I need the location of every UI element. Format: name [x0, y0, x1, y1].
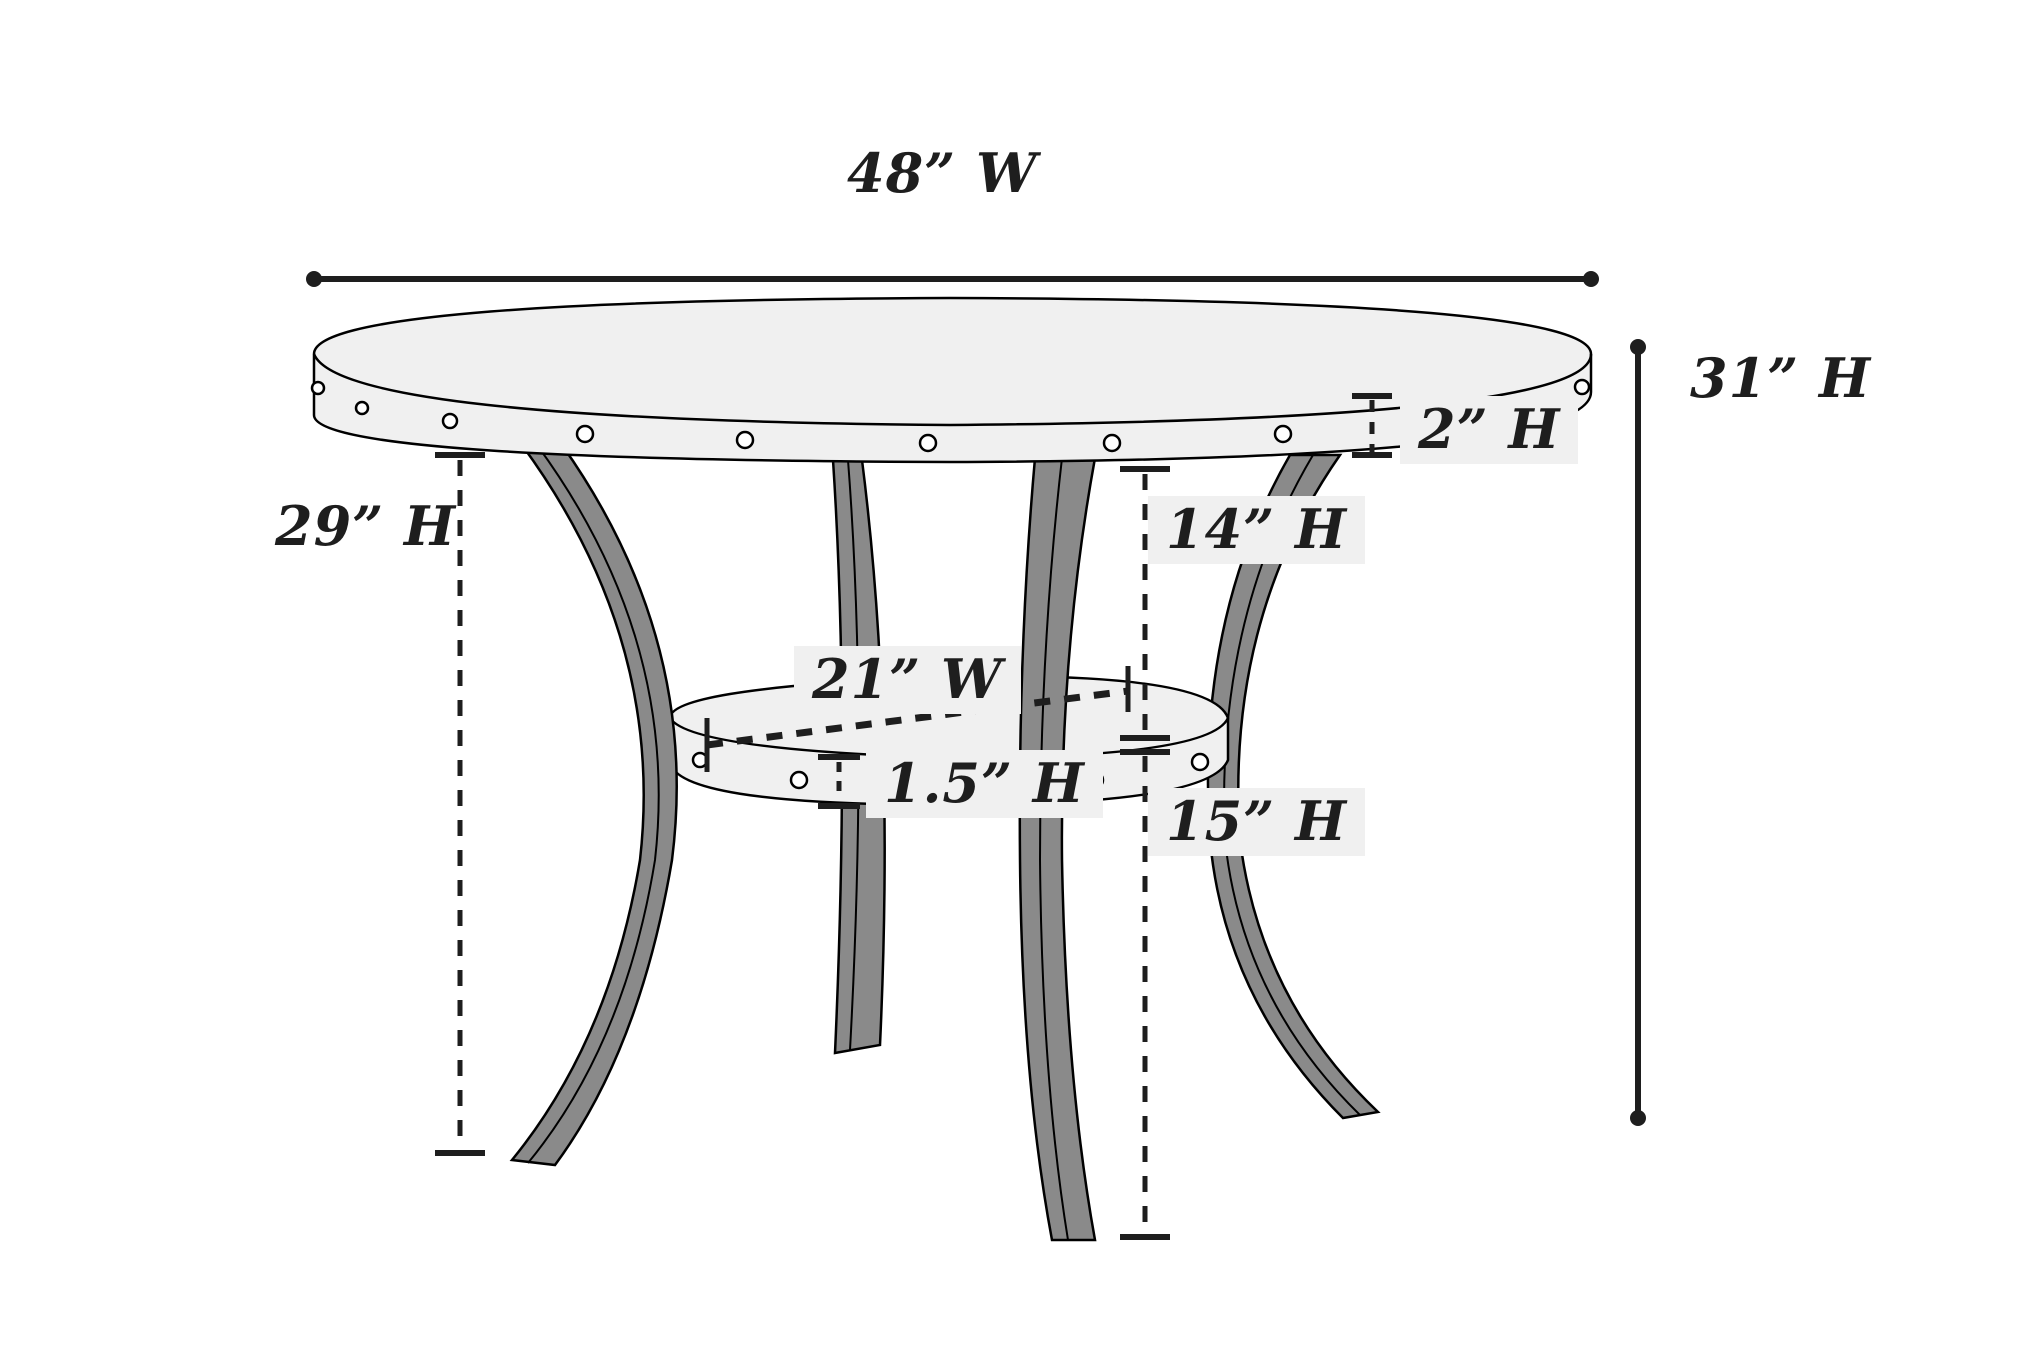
overall-height-label: 31” H — [1690, 346, 1872, 410]
shelf-thickness-marker — [818, 754, 860, 809]
shelf-to-top-label: 14” H — [1148, 496, 1366, 564]
table-leg-front-left — [509, 443, 678, 1167]
top-thickness-label: 2” H — [1400, 396, 1579, 464]
shelf-width-marker — [704, 666, 1131, 772]
table-top — [310, 296, 1593, 464]
overall-width-dimension-line — [306, 271, 1599, 287]
shelf-height-label: 15” H — [1148, 788, 1366, 856]
shelf-height-marker — [1120, 466, 1170, 1240]
table-leg-front-center — [1018, 456, 1097, 1242]
top-thickness-marker — [1352, 393, 1392, 458]
shelf-thickness-label: 1.5” H — [866, 750, 1103, 818]
shelf-width-label: 21” W — [794, 646, 1021, 714]
overall-height-dimension-line — [1630, 339, 1646, 1126]
overall-width-label: 48” W — [847, 141, 1038, 205]
clearance-height-marker — [435, 452, 485, 1156]
clearance-height-label: 29” H — [275, 494, 457, 558]
